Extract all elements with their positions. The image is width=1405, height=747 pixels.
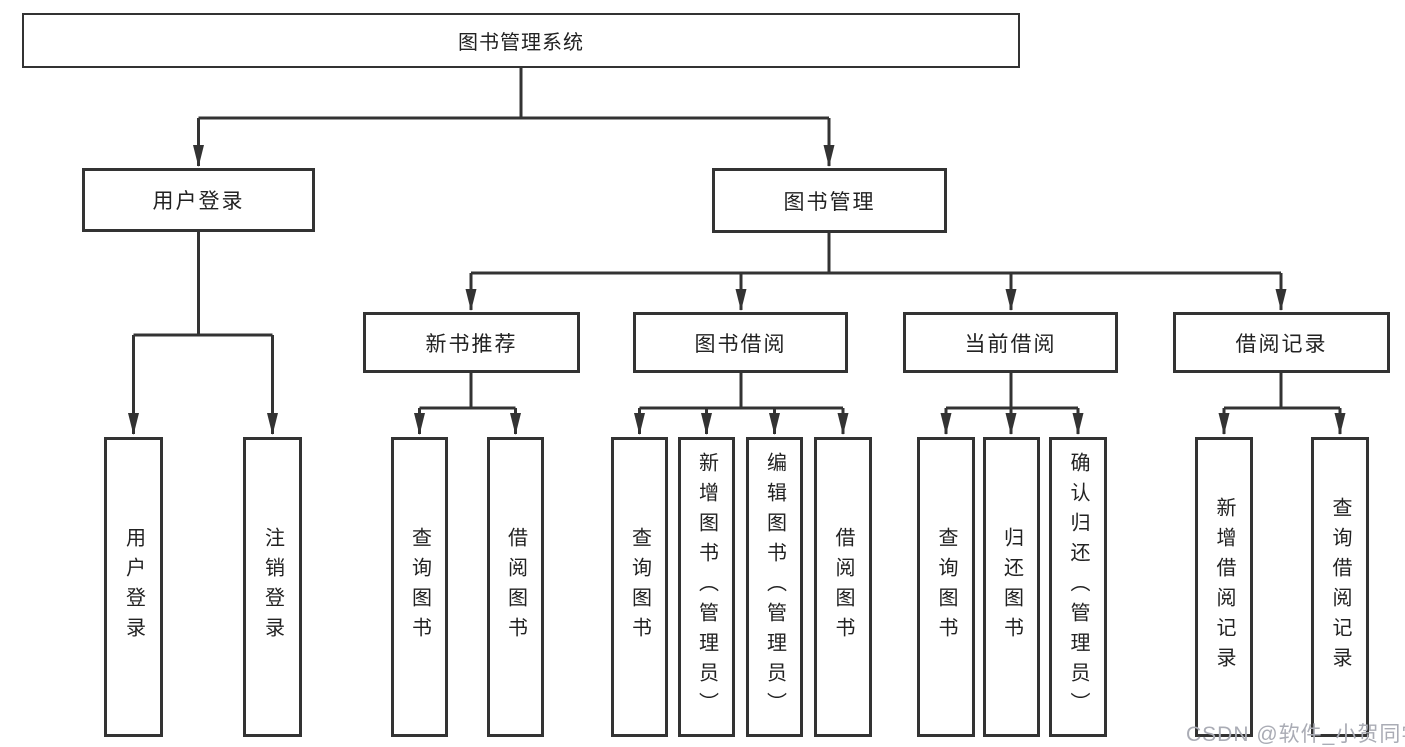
node-book-management: 图书管理 — [712, 168, 947, 233]
node-root-label: 图书管理系统 — [458, 32, 584, 54]
node-new-book-recommend: 新书推荐 — [363, 312, 580, 373]
node-book-borrow: 图书借阅 — [633, 312, 848, 373]
watermark: CSDN @软件_小贺同学 — [1186, 723, 1405, 746]
node-current-borrow: 当前借阅 — [903, 312, 1118, 373]
leaf-borrow-query-book: 查询图书 — [611, 437, 668, 737]
leaf-login-logout-label: 注销登录 — [261, 527, 284, 647]
leaf-login-user-login-label: 用户登录 — [122, 527, 145, 647]
leaf-borrow-borrow-book-label: 借阅图书 — [832, 527, 854, 647]
leaf-recommend-query-book: 查询图书 — [391, 437, 448, 737]
leaf-borrow-borrow-book: 借阅图书 — [814, 437, 872, 737]
connector-trunks — [133, 68, 1340, 410]
leaf-records-query-borrow-record: 查询借阅记录 — [1311, 437, 1369, 737]
leaf-current-return-book-label: 归还图书 — [1000, 527, 1023, 647]
node-new-book-recommend-label: 新书推荐 — [425, 332, 518, 356]
leaf-borrow-query-book-label: 查询图书 — [628, 527, 651, 647]
leaf-current-return-book: 归还图书 — [983, 437, 1040, 737]
leaf-borrow-edit-book-admin-label: 编辑图书（管理员） — [763, 452, 786, 722]
leaf-recommend-query-book-label: 查询图书 — [408, 527, 431, 647]
leaf-recommend-borrow-book: 借阅图书 — [487, 437, 544, 737]
leaf-records-add-borrow-record-label: 新增借阅记录 — [1213, 497, 1235, 677]
leaf-current-query-book-label: 查询图书 — [935, 527, 957, 647]
leaf-borrow-edit-book-admin: 编辑图书（管理员） — [746, 437, 803, 737]
leaf-records-query-borrow-record-label: 查询借阅记录 — [1329, 497, 1351, 677]
node-book-management-label: 图书管理 — [783, 190, 876, 214]
leaf-records-add-borrow-record: 新增借阅记录 — [1195, 437, 1253, 737]
node-borrow-records-label: 借阅记录 — [1235, 332, 1328, 356]
node-current-borrow-label: 当前借阅 — [964, 332, 1057, 356]
leaf-borrow-add-book-admin: 新增图书（管理员） — [678, 437, 735, 737]
leaf-login-logout: 注销登录 — [243, 437, 302, 737]
node-user-login-label: 用户登录 — [152, 190, 245, 213]
node-user-login: 用户登录 — [82, 168, 315, 232]
leaf-current-confirm-return-admin: 确认归还（管理员） — [1049, 437, 1107, 737]
node-borrow-records: 借阅记录 — [1173, 312, 1390, 373]
leaf-recommend-borrow-book-label: 借阅图书 — [504, 527, 527, 647]
leaf-current-confirm-return-admin-label: 确认归还（管理员） — [1067, 452, 1089, 722]
leaf-borrow-add-book-admin-label: 新增图书（管理员） — [695, 452, 718, 722]
node-root: 图书管理系统 — [22, 13, 1020, 68]
node-book-borrow-label: 图书借阅 — [694, 332, 787, 356]
leaf-current-query-book: 查询图书 — [917, 437, 975, 737]
leaf-login-user-login: 用户登录 — [104, 437, 163, 737]
